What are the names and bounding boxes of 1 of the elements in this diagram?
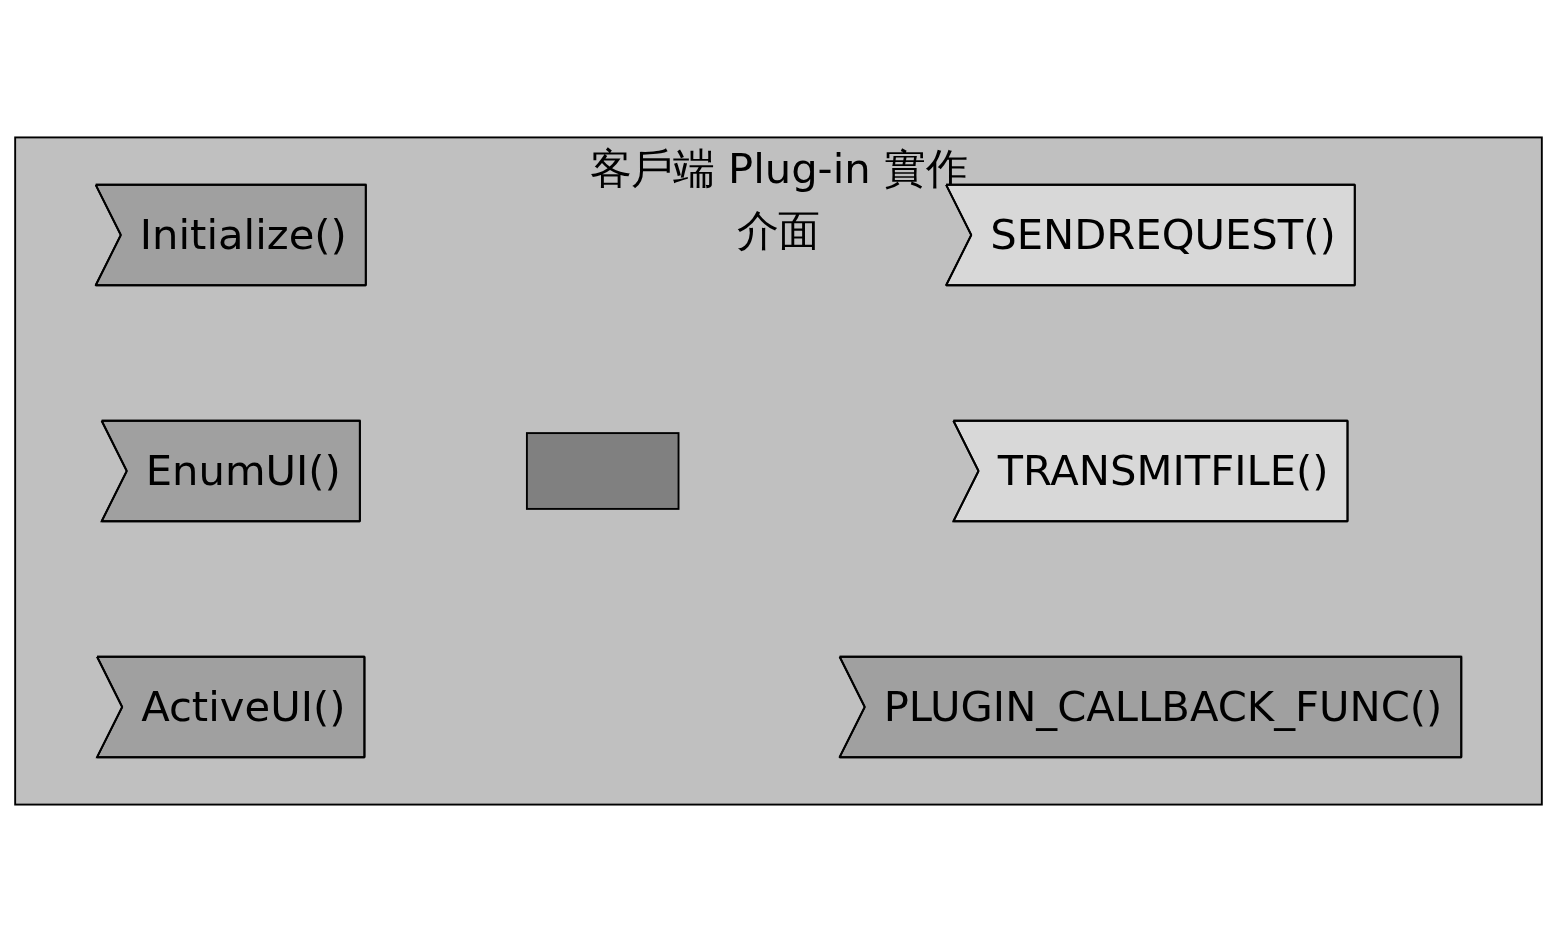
- node-box: [525, 432, 680, 510]
